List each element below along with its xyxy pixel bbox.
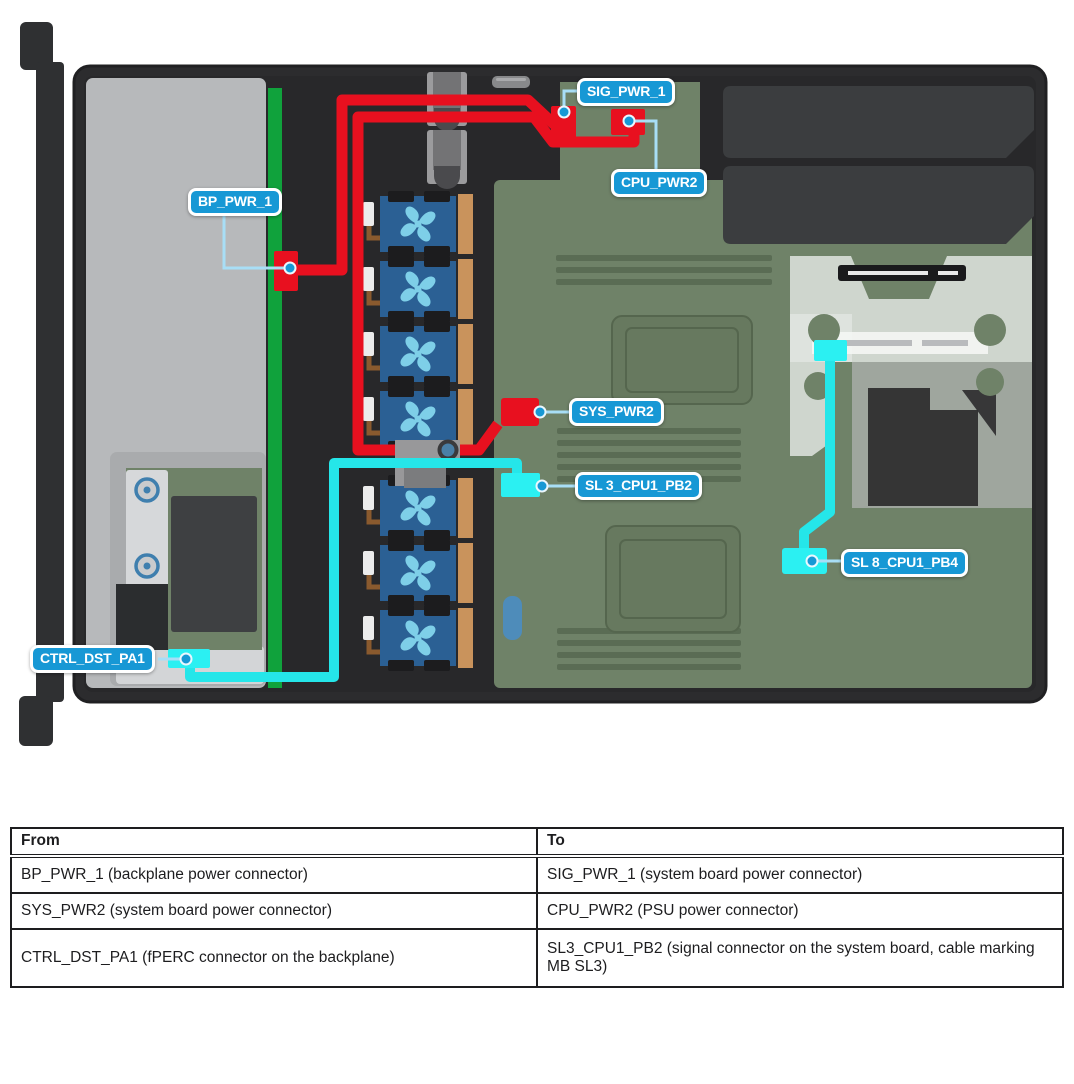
table-row: BP_PWR_1 (backplane power connector) SIG… xyxy=(10,855,1064,894)
table-row: SYS_PWR2 (system board power connector) … xyxy=(10,892,1064,930)
backplane-strip xyxy=(268,88,282,688)
table-header-to: To xyxy=(536,827,1064,858)
callout-sl8-cpu1-pb4: SL 8_CPU1_PB4 xyxy=(841,549,968,577)
fperc-chip xyxy=(171,496,257,632)
psu-bay-1 xyxy=(723,86,1034,158)
table-row: CTRL_DST_PA1 (fPERC connector on the bac… xyxy=(10,928,1064,988)
table-header-from: From xyxy=(10,827,538,858)
cell-to: CPU_PWR2 (PSU power connector) xyxy=(536,892,1064,930)
psu-bays xyxy=(723,86,1034,244)
fperc-bracket xyxy=(126,470,168,588)
callout-bp-pwr-1: BP_PWR_1 xyxy=(188,188,282,216)
callout-dots xyxy=(179,105,819,666)
rack-ear xyxy=(19,22,64,746)
cell-to: SIG_PWR_1 (system board power connector) xyxy=(536,855,1064,894)
cable-bp-to-sig xyxy=(288,94,561,276)
callout-sys-pwr2: SYS_PWR2 xyxy=(569,398,664,426)
sig-pwr-1-connector xyxy=(551,106,576,144)
sl8-cpu1-pb4-connector xyxy=(782,548,827,574)
psu-bay-2 xyxy=(723,166,1034,244)
cable-guide xyxy=(427,130,467,189)
callout-cpu-pwr2: CPU_PWR2 xyxy=(611,169,708,197)
cell-from: CTRL_DST_PA1 (fPERC connector on the bac… xyxy=(10,928,538,988)
board-clip xyxy=(503,596,522,640)
cell-from: SYS_PWR2 (system board power connector) xyxy=(10,892,538,930)
riser-signal-connector xyxy=(814,340,847,361)
chassis-latch xyxy=(492,76,530,88)
cell-to: SL3_CPU1_PB2 (signal connector on the sy… xyxy=(536,928,1064,988)
cable-riser-to-sl8 xyxy=(799,360,835,552)
cpu-sockets xyxy=(605,315,753,633)
sys-pwr2-connector xyxy=(501,398,539,426)
signal-cables xyxy=(185,360,835,682)
callout-sig-pwr-1: SIG_PWR_1 xyxy=(577,78,676,106)
cable-routing-table: From To BP_PWR_1 (backplane power connec… xyxy=(10,827,1064,988)
callout-leaders xyxy=(158,89,844,661)
cell-from: BP_PWR_1 (backplane power connector) xyxy=(10,855,538,894)
cable-ctrl-to-sl3 xyxy=(185,458,522,682)
fperc-connector-block xyxy=(116,584,168,650)
callout-ctrl-dst-pa1: CTRL_DST_PA1 xyxy=(30,645,155,673)
server-chassis-cabling-diagram xyxy=(19,22,1048,746)
sl3-cpu1-pb2-connector xyxy=(501,473,540,497)
callout-sl3-cpu1-pb2: SL 3_CPU1_PB2 xyxy=(575,472,702,500)
